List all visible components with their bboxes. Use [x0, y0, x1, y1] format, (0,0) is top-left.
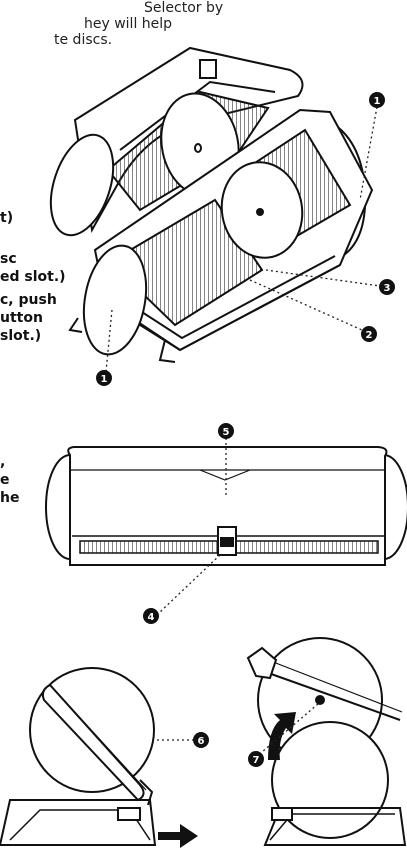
callout-1-bottom: 1	[96, 370, 112, 386]
intro-line-2: hey will help	[84, 16, 173, 32]
callout-7: 7	[248, 751, 264, 767]
side-view-closed-illustration	[0, 667, 157, 846]
callout-6: 6	[193, 732, 209, 748]
callout-leaders-middle	[159, 438, 227, 613]
rotate-up-arrow	[268, 712, 296, 760]
svg-text:1: 1	[101, 374, 108, 385]
side-text-8: e	[0, 472, 10, 488]
side-text-3: ed slot.)	[0, 269, 66, 285]
side-text-1: t)	[0, 210, 14, 226]
open-case-illustration	[49, 46, 374, 363]
side-view-open-illustration	[246, 637, 407, 846]
intro-line-1: Selector by	[144, 0, 224, 16]
svg-text:6: 6	[198, 736, 205, 747]
side-text-5: utton	[0, 310, 43, 326]
svg-text:3: 3	[384, 283, 391, 294]
svg-text:2: 2	[366, 330, 373, 341]
side-text-4: c, push	[0, 292, 57, 308]
callout-leaders-top	[105, 106, 381, 373]
svg-text:4: 4	[148, 612, 155, 623]
svg-text:7: 7	[253, 755, 260, 766]
callout-4: 4	[143, 608, 159, 624]
slide-right-arrow	[158, 824, 198, 848]
svg-text:1: 1	[374, 96, 381, 107]
front-view-illustration	[45, 446, 407, 566]
callout-5: 5	[218, 423, 234, 439]
callout-1-top: 1	[369, 92, 385, 108]
callout-3: 3	[379, 279, 395, 295]
callout-leaders-bottom-right	[261, 703, 319, 753]
callout-2: 2	[361, 326, 377, 342]
side-text-2: sc	[0, 251, 17, 267]
intro-line-3: te discs.	[54, 32, 113, 48]
side-text-9: he	[0, 490, 20, 506]
svg-text:5: 5	[223, 427, 230, 438]
side-text-7: ,	[0, 454, 6, 470]
side-text-6: slot.)	[0, 328, 42, 344]
